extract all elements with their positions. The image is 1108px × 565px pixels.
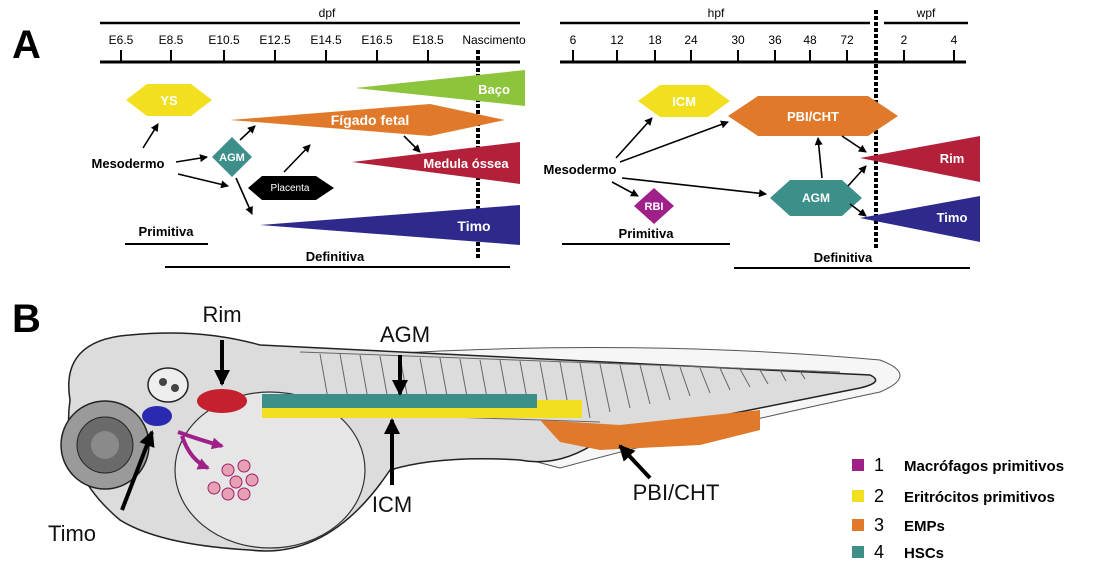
hpf-tick-label: 12 [610,33,624,47]
legend-swatch-emps [852,519,864,531]
mouse-tick-label: E14.5 [310,33,342,47]
panel-a-label: A [12,23,41,67]
thymus-label: Timo [457,218,490,234]
pbi-cht-annotation: PBI/CHT [633,480,720,505]
kidney-label: Rim [940,151,965,166]
legend-number: 3 [874,515,884,535]
mouse-definitive-label: Definitiva [306,249,365,264]
panel-b-label: B [12,297,41,341]
otolith [171,384,179,392]
mouse-tick-label: E18.5 [412,33,444,47]
hpf-tick-label: 24 [684,33,698,47]
legend: 1 Macrófagos primitivos 2 Eritrócitos pr… [852,455,1064,562]
placenta-label: Placenta [271,183,310,194]
legend-swatch-macrophages [852,459,864,471]
agm-region [262,394,537,408]
legend-swatch-erythrocytes [852,490,864,502]
legend-number: 2 [874,486,884,506]
mouse-tick-label: E8.5 [159,33,184,47]
zebrafish-diagram: ICM PBI/CHT Rim Timo AGM RBI Mesodermo P… [544,85,980,268]
mouse-diagram: YS Fígado fetal Baço Medula óssea Timo A… [92,70,525,267]
mouse-mesoderm-label: Mesodermo [92,156,165,171]
mouse-tick-label: E6.5 [109,33,134,47]
hpf-tick-label: 6 [570,33,577,47]
mouse-tick-label: E16.5 [361,33,393,47]
zebrafish-primitive-label: Primitiva [619,226,675,241]
wpf-axis-title: wpf [916,6,936,20]
icm-annotation: ICM [372,492,412,517]
eye-pupil [91,431,119,459]
thymus-region [142,406,172,426]
agm-label: AGM [219,152,245,164]
mouse-tick-label: Nascimento [462,33,526,47]
mouse-tick-label: E12.5 [259,33,291,47]
zebrafish-definitive-label: Definitiva [814,250,873,265]
pbi-cht-label: PBI/CHT [787,109,839,124]
hpf-axis-title: hpf [708,6,725,20]
timo-annotation: Timo [48,521,96,546]
spleen-label: Baço [478,82,510,97]
rbi-label: RBI [645,201,664,213]
legend-swatch-hscs [852,546,864,558]
legend-label: EMPs [904,518,945,535]
icm-label: ICM [672,94,696,109]
hpf-tick-label: 30 [731,33,745,47]
zebrafish-embryo-illustration [61,333,900,551]
otic-vesicle [148,368,188,402]
hpf-tick-label: 48 [803,33,817,47]
mouse-primitive-label: Primitiva [139,224,195,239]
zebrafish-agm-label: AGM [802,191,830,205]
legend-label: Eritrócitos primitivos [904,489,1055,506]
ys-label: YS [160,93,178,108]
hpf-tick-label: 36 [768,33,782,47]
bone-marrow-label: Medula óssea [423,156,509,171]
otolith [159,378,167,386]
hpf-tick-label: 72 [840,33,854,47]
legend-label: HSCs [904,545,944,562]
rim-annotation: Rim [202,302,241,327]
zebrafish-thymus-label: Timo [937,210,968,225]
kidney-region [197,389,247,413]
hpf-tick-label: 18 [648,33,662,47]
agm-annotation: AGM [380,322,430,347]
legend-label: Macrófagos primitivos [904,458,1064,475]
wpf-tick-label: 2 [901,33,908,47]
zebrafish-mesoderm-label: Mesodermo [544,162,617,177]
legend-number: 4 [874,542,884,562]
mouse-tick-label: E10.5 [208,33,240,47]
mouse-axis-title: dpf [319,6,336,20]
wpf-tick-label: 4 [951,33,958,47]
fetal-liver-label: Fígado fetal [331,112,410,128]
legend-number: 1 [874,455,884,475]
